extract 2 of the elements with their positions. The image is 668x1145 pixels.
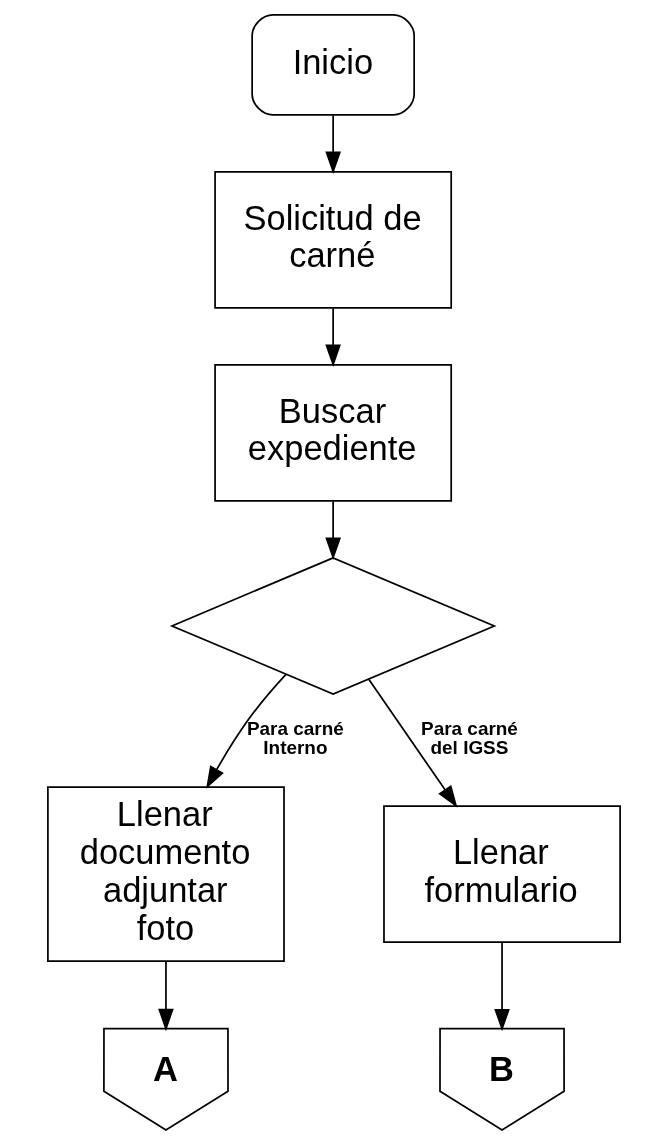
edge-label: Para carné Interno: [246, 718, 344, 758]
edge-label: Para carné del IGSS: [421, 718, 518, 758]
